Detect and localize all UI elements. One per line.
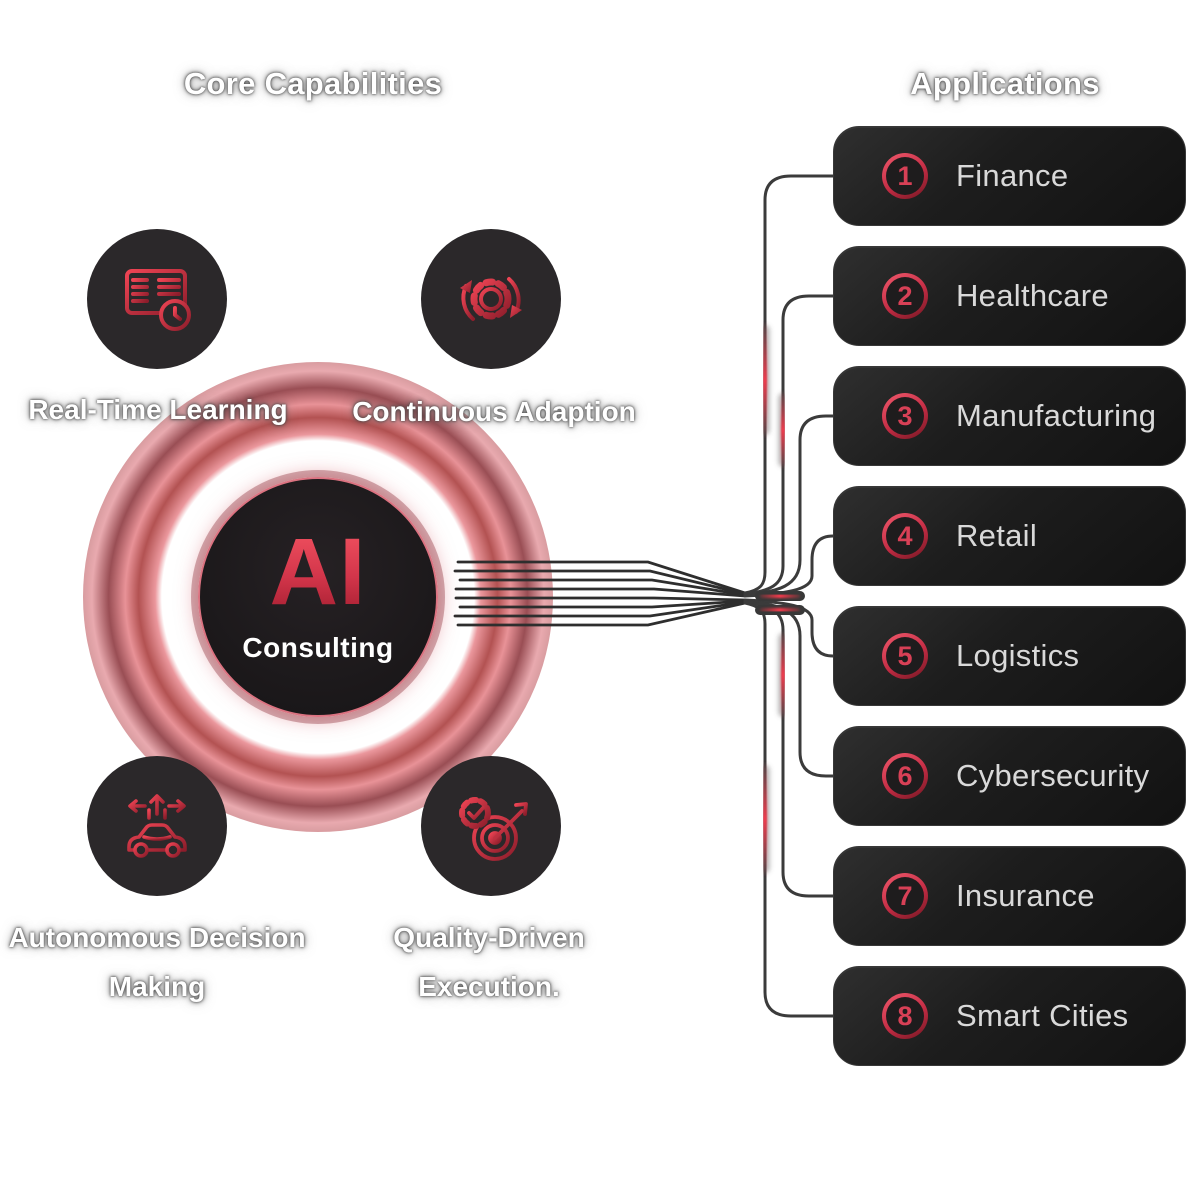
app-card-manufacturing: 3 Manufacturing bbox=[833, 366, 1186, 466]
app-label: Healthcare bbox=[956, 278, 1109, 313]
app-label: Logistics bbox=[956, 638, 1080, 673]
app-label: Cybersecurity bbox=[956, 758, 1150, 793]
capability-quality-driven-execution bbox=[421, 756, 561, 896]
app-card-logistics: 5 Logistics bbox=[833, 606, 1186, 706]
app-label: Insurance bbox=[956, 878, 1095, 913]
ledger-clock-icon bbox=[123, 269, 191, 331]
gear-cycle-icon bbox=[460, 277, 522, 321]
app-label: Finance bbox=[956, 158, 1069, 193]
number-badge: 1 bbox=[882, 153, 928, 199]
number-badge: 6 bbox=[882, 753, 928, 799]
app-card-smart-cities: 8 Smart Cities bbox=[833, 966, 1186, 1066]
app-card-healthcare: 2 Healthcare bbox=[833, 246, 1186, 346]
core-capabilities-title: Core Capabilities bbox=[183, 66, 443, 101]
target-dart-icon bbox=[459, 797, 528, 861]
number-badge: 8 bbox=[882, 993, 928, 1039]
label-real-time-learning: Real-Time Learning bbox=[28, 394, 288, 425]
app-card-insurance: 7 Insurance bbox=[833, 846, 1186, 946]
label-quality-driven-execution: Quality-Driven Execution. bbox=[393, 922, 585, 1002]
app-label: Smart Cities bbox=[956, 998, 1129, 1033]
app-label: Manufacturing bbox=[956, 398, 1157, 433]
number-badge: 2 bbox=[882, 273, 928, 319]
ai-consulting-hub: AI Consulting bbox=[198, 477, 438, 717]
capability-continuous-adaption bbox=[421, 229, 561, 369]
app-card-retail: 4 Retail bbox=[833, 486, 1186, 586]
label-continuous-adaption: Continuous Adaption bbox=[352, 396, 636, 427]
number-badge: 7 bbox=[882, 873, 928, 919]
hub-subtitle: Consulting bbox=[242, 631, 394, 663]
capability-real-time-learning bbox=[87, 229, 227, 369]
app-label: Retail bbox=[956, 518, 1038, 553]
app-card-cybersecurity: 6 Cybersecurity bbox=[833, 726, 1186, 826]
number-badge: 4 bbox=[882, 513, 928, 559]
number-badge: 5 bbox=[882, 633, 928, 679]
hub-title: AI bbox=[269, 519, 367, 626]
autonomous-car-icon bbox=[127, 794, 187, 858]
applications-title: Applications bbox=[910, 66, 1100, 101]
capability-autonomous-decision-making bbox=[87, 756, 227, 896]
app-card-finance: 1 Finance bbox=[833, 126, 1186, 226]
label-autonomous-decision-making: Autonomous Decision Making bbox=[8, 922, 306, 1002]
number-badge: 3 bbox=[882, 393, 928, 439]
